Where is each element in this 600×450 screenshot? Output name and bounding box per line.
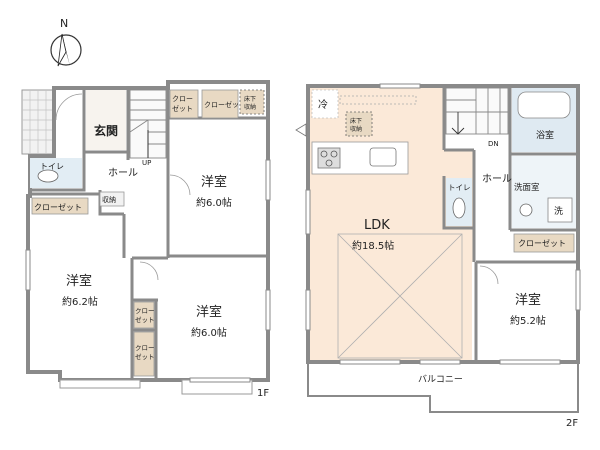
floor1-room-w-size: 約6.2帖 <box>62 295 98 308</box>
floor1-underfloor-label-a: 床下 <box>244 95 256 103</box>
floor1-closet-top2 <box>201 89 239 119</box>
compass-north-label: N <box>60 17 68 30</box>
floor2-side-door-icon <box>295 123 307 137</box>
floor1-closet-top1 <box>169 89 199 119</box>
floor1-underfloor-label-b: 収納 <box>244 103 256 111</box>
floor2-room-name: 洋室 <box>515 292 541 308</box>
floor2-label: 2F <box>566 418 578 429</box>
floor2-interior-walls <box>442 86 578 360</box>
floor1-closet-top1-label-a: クロー <box>172 95 193 103</box>
floor1-underfloor-storage <box>239 89 265 115</box>
floor1-closet-top2-label: クローゼット <box>204 100 246 109</box>
floor1-closet-small1-label-b: ゼット <box>135 315 155 324</box>
floor1-room-ne-door-swing <box>169 174 191 196</box>
fridge-space <box>311 89 339 119</box>
ldk-size: 約18.5帖 <box>352 239 394 252</box>
floor-1: UP 玄関 トイレ ホール 収納 クローゼット クロー ゼット クローゼット 床… <box>21 80 271 399</box>
floor1-closet-left-label: クローゼット <box>34 202 82 212</box>
washer-space <box>547 197 573 223</box>
balcony <box>307 362 579 413</box>
entrance-porch-tiles <box>21 89 55 155</box>
stove-icon <box>317 147 341 169</box>
floor2-underfloor-label-b: 収納 <box>350 125 362 133</box>
floor2-toilet-bowl-icon <box>452 197 466 219</box>
floor1-label: 1F <box>257 388 269 399</box>
floor1-toilet-label: トイレ <box>40 162 64 171</box>
floor1-closet-small2 <box>133 331 155 377</box>
floor2-staircase <box>445 87 509 135</box>
washer-label: 洗 <box>554 205 563 217</box>
floor1-closet-small1 <box>133 301 155 329</box>
floor1-step <box>59 379 141 389</box>
floor1-room-s-door-swing <box>139 261 159 281</box>
washroom-label: 洗面室 <box>514 182 540 193</box>
compass-needle-outline <box>57 33 67 67</box>
bathroom-label: 浴室 <box>536 129 554 141</box>
floor1-room-s-size: 約6.0帖 <box>191 326 227 339</box>
compass-ring <box>50 34 82 66</box>
sink-icon <box>369 147 397 167</box>
floor1-room-ne-size: 約6.0帖 <box>196 196 232 209</box>
wash-basin-icon <box>519 203 533 217</box>
floor2-closet-label: クローゼット <box>518 238 566 248</box>
balcony-label: バルコニー <box>418 374 463 385</box>
floor2-room-size: 約5.2帖 <box>510 314 546 327</box>
ldk-atrium-x <box>337 233 463 359</box>
floor1-storage <box>99 191 125 207</box>
floor2-room-door-swing <box>479 265 499 285</box>
entrance-floor <box>86 90 126 150</box>
floor1-hall-label: ホール <box>108 167 138 179</box>
compass: N <box>50 17 82 67</box>
floor1-room-ne-name: 洋室 <box>201 174 227 190</box>
floor2-hall-label: ホール <box>482 173 512 185</box>
floor1-closet-small1-label-a: クロー <box>135 307 155 315</box>
fridge-label: 冷 <box>318 98 328 111</box>
floor1-storage-label: 収納 <box>102 195 116 204</box>
floor1-toilet-bowl-icon <box>37 169 59 183</box>
ldk-name: LDK <box>364 218 390 233</box>
entrance-door-swing <box>55 93 83 121</box>
floor1-closet-left <box>31 197 89 215</box>
floor2-windows <box>305 83 581 365</box>
floor2-underfloor-storage <box>345 111 373 137</box>
floor1-closet-small2-label-a: クロー <box>135 344 155 352</box>
overhead-cabinet <box>339 95 417 105</box>
floor1-stair-up-label: UP <box>142 159 151 167</box>
floor1-closet-top1-label-b: ゼット <box>172 104 193 113</box>
floor1-room-s-name: 洋室 <box>196 304 222 320</box>
floor2-closet <box>513 233 575 253</box>
floor1-closet-small2-label-b: ゼット <box>135 352 155 361</box>
floor-2: バルコニー 冷 床下 収納 <box>295 83 581 429</box>
floor2-toilet-label: トイレ <box>448 183 471 192</box>
floor2-stair-down-label: DN <box>488 140 499 148</box>
floor1-room-w-name: 洋室 <box>66 273 92 289</box>
floor2-underfloor-label-a: 床下 <box>350 117 362 125</box>
floor1-windows <box>25 159 271 383</box>
floor1-staircase <box>129 89 167 159</box>
bathtub-icon <box>517 91 571 119</box>
entrance-label: 玄関 <box>94 123 118 138</box>
